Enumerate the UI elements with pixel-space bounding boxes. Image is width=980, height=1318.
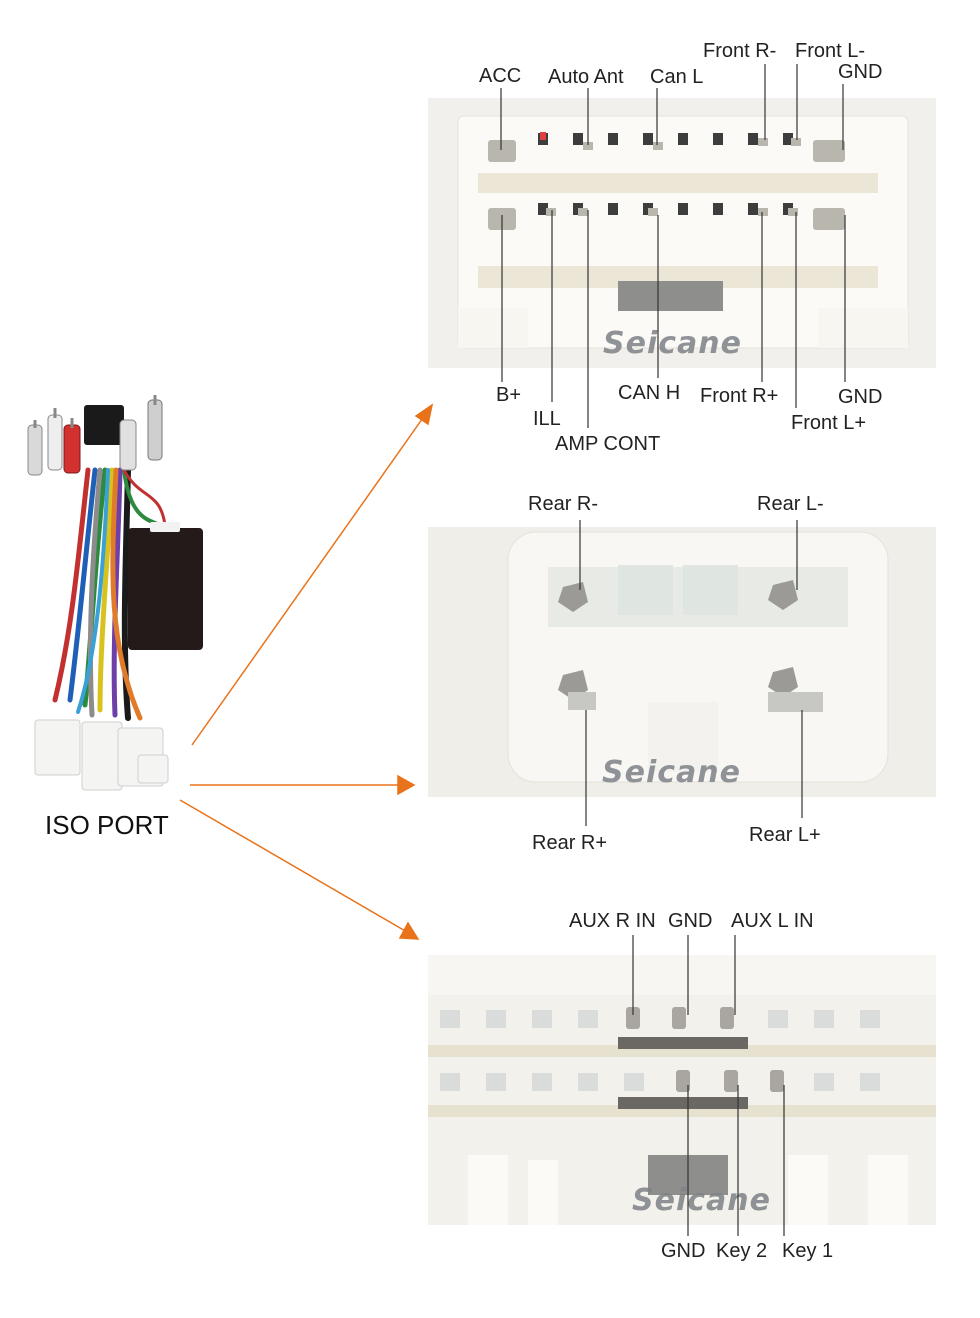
label-can-h: CAN H (618, 382, 681, 404)
brand-watermark: Seicane (602, 755, 741, 790)
brand-watermark: Seicane (603, 326, 742, 361)
label-rear-l-plus: Rear L+ (749, 824, 821, 846)
connector-3-photo: Seicane (428, 955, 936, 1225)
label-rear-l-minus: Rear L- (757, 493, 824, 515)
label-auto-ant: Auto Ant (548, 66, 624, 88)
iso-port-label: ISO PORT (45, 810, 169, 840)
connector-2-drawing (507, 531, 889, 783)
label-gnd: GND (661, 1240, 706, 1262)
label-front-r-plus: Front R+ (700, 385, 779, 407)
label-key-2: Key 2 (716, 1240, 768, 1262)
label-front-l-plus: Front L+ (791, 412, 867, 434)
label-aux-r-in: AUX R IN (569, 910, 656, 932)
label-ill: ILL (533, 408, 561, 430)
label-key-1: Key 1 (782, 1240, 834, 1262)
label-acc: ACC (479, 65, 522, 87)
label-amp-cont: AMP CONT (555, 433, 661, 455)
label-aux-l-in: AUX L IN (731, 910, 814, 932)
label-b-plus: B+ (496, 384, 522, 406)
label-rear-r-minus: Rear R- (528, 493, 599, 515)
connector-3-drawing (428, 955, 936, 1225)
connector-1-photo: Seicane (428, 98, 936, 368)
label-gnd: GND (838, 61, 883, 83)
label-gnd: GND (838, 386, 883, 408)
brand-watermark: Seicane (632, 1183, 771, 1218)
label-rear-r-plus: Rear R+ (532, 832, 608, 854)
label-front-l-minus: Front L- (795, 40, 866, 62)
label-front-r-minus: Front R- (703, 40, 777, 62)
label-gnd: GND (668, 910, 713, 932)
label-can-l: Can L (650, 66, 704, 88)
connector-2-photo: Seicane (428, 527, 936, 797)
